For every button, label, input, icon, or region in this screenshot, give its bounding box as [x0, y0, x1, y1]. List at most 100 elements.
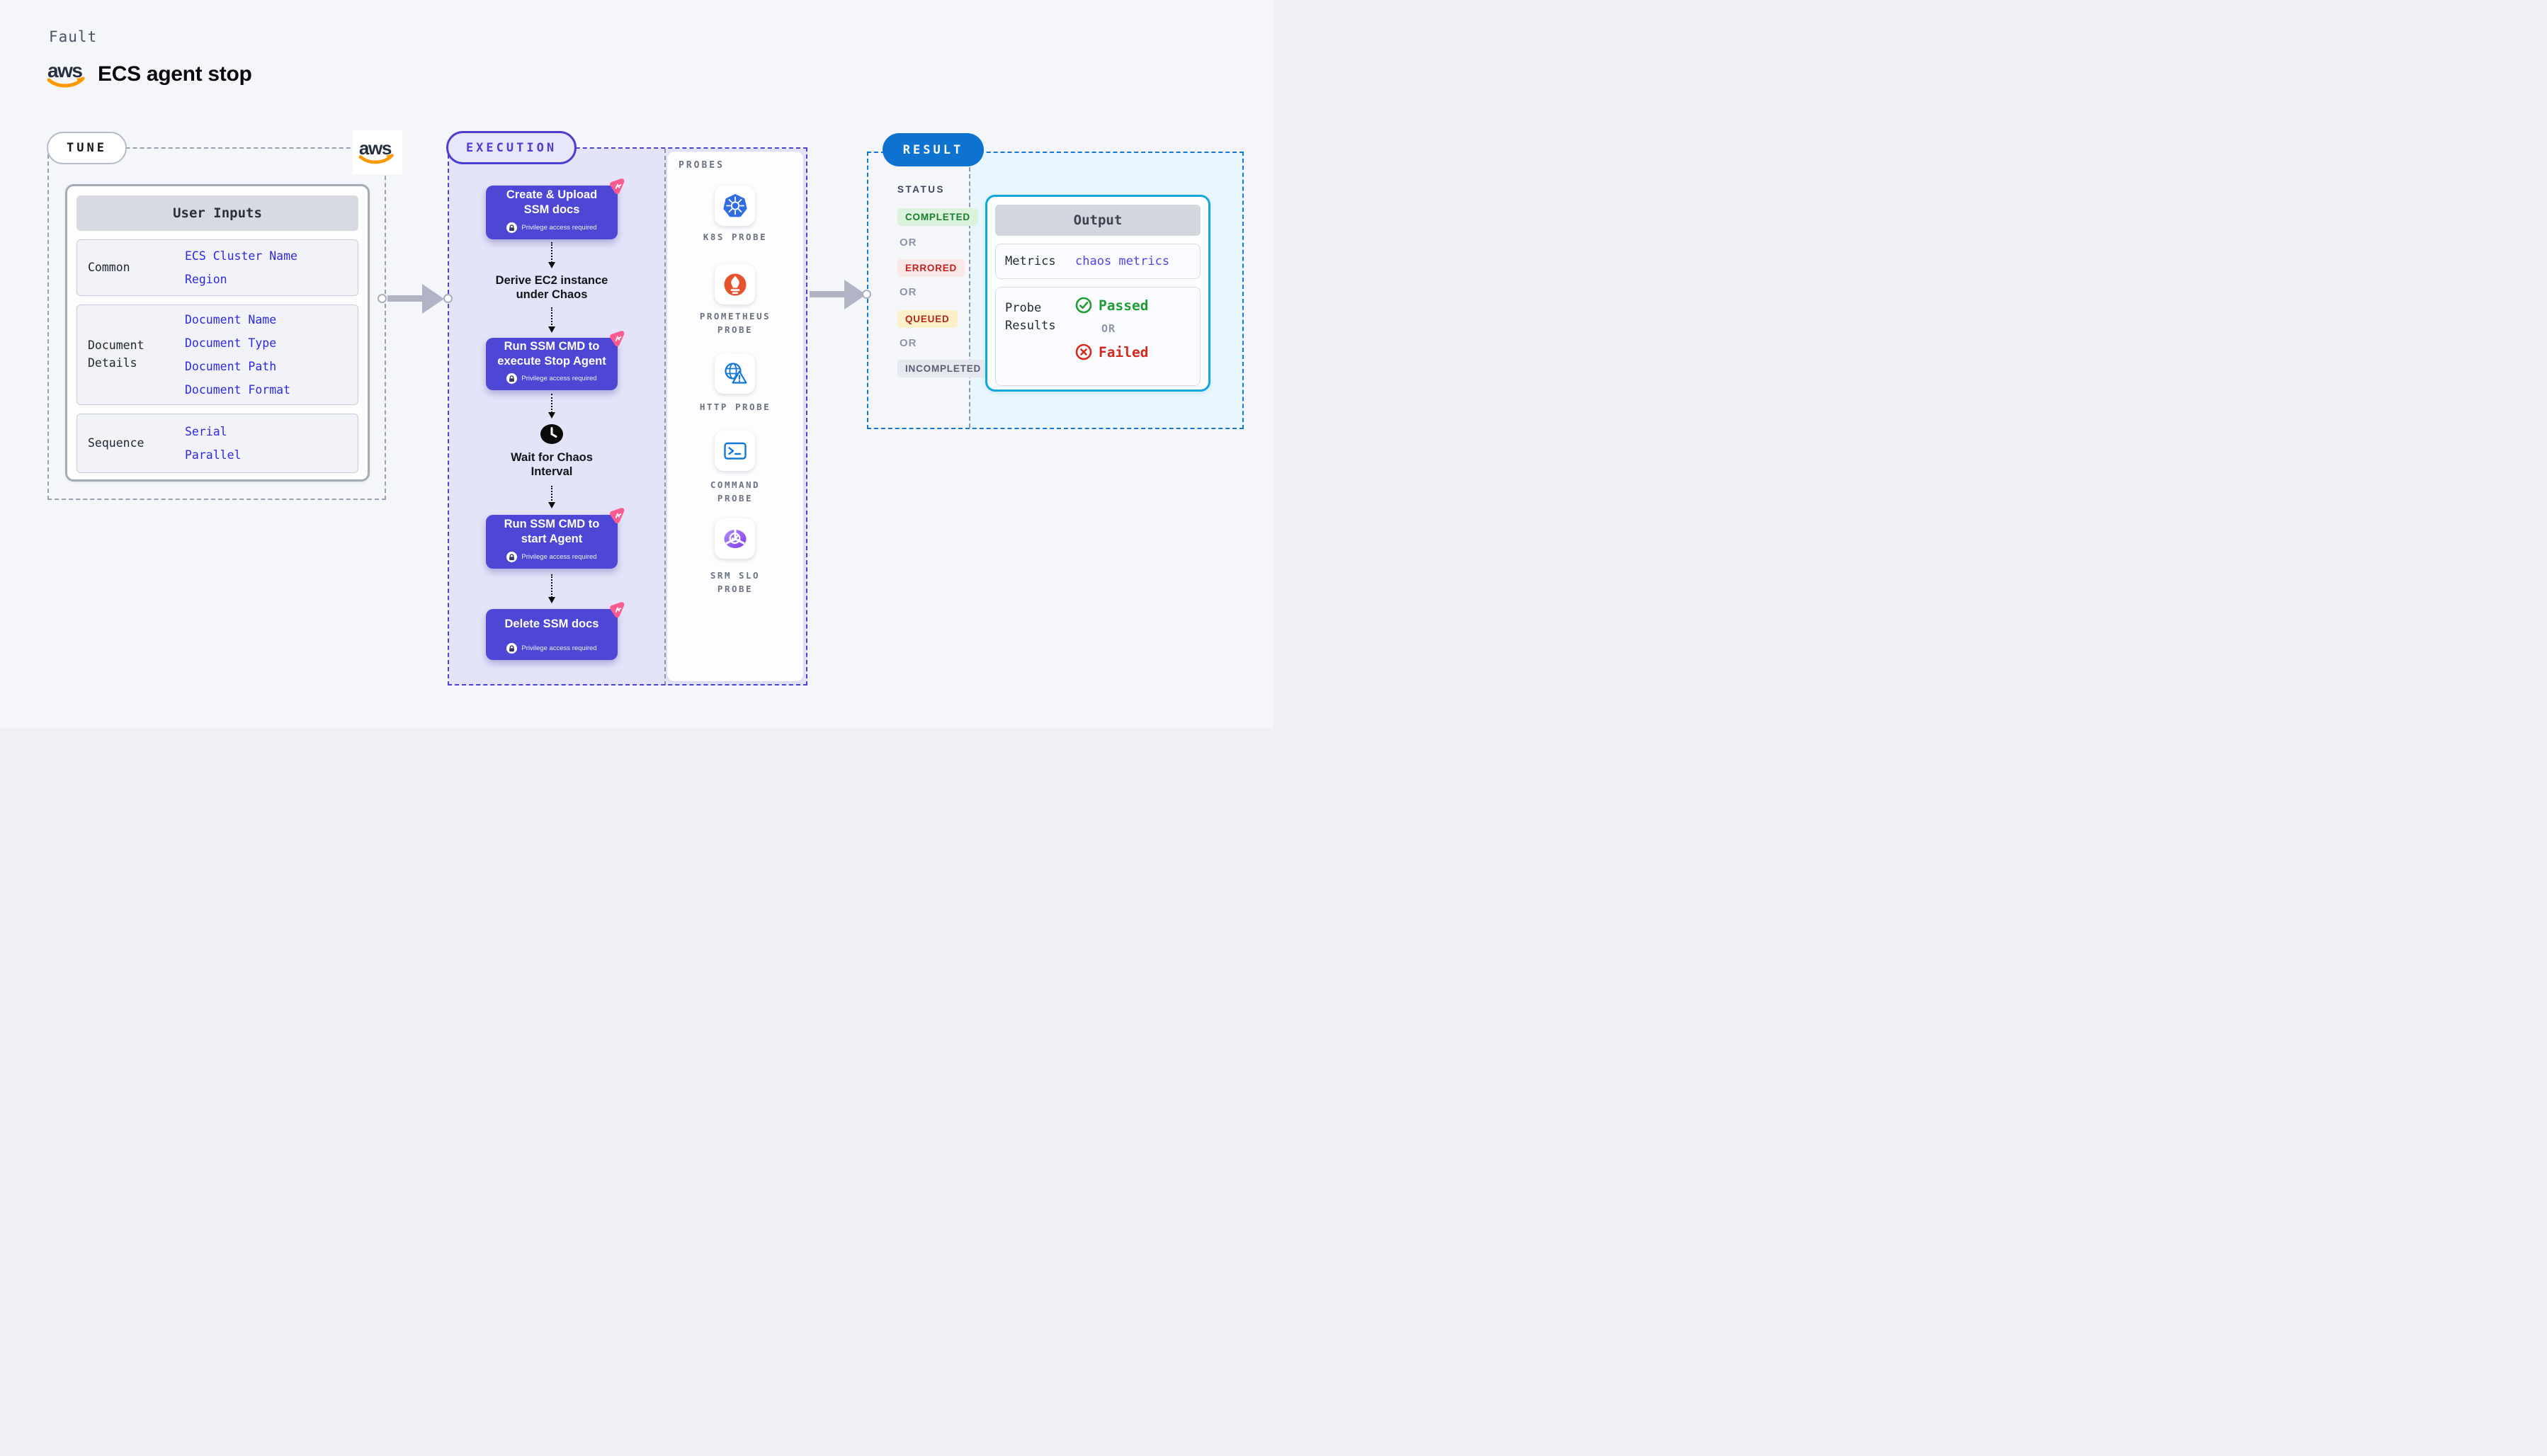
- privilege-note: Privilege access required: [521, 375, 597, 382]
- probe-results-row: Probe Results Passed OR Failed: [995, 287, 1201, 386]
- metrics-row: Metrics chaos metrics: [995, 244, 1201, 279]
- chaos-pinwheel-icon: [610, 178, 625, 194]
- step-run-ssm-cmd-start-agent: Run SSM CMD to start Agent Privilege acc…: [486, 508, 625, 569]
- row-label: Common: [88, 260, 130, 274]
- user-inputs-card: User Inputs Common ECS Cluster Name Regi…: [65, 184, 370, 482]
- user-inputs-row-document-details: Document Details Document Name Document …: [76, 305, 358, 405]
- tune-section-badge: TUNE: [47, 132, 127, 164]
- step-title: Run SSM CMD to start Agent: [504, 518, 600, 545]
- aws-logo-text: aws: [359, 137, 392, 159]
- output-header: Output: [995, 205, 1201, 236]
- metrics-label: Metrics: [1005, 254, 1056, 268]
- probes-panel: [667, 152, 803, 681]
- execution-to-result-arrow: [810, 291, 845, 297]
- link-parallel[interactable]: Parallel: [185, 448, 242, 462]
- user-inputs-row-common: Common ECS Cluster Name Region: [76, 239, 358, 296]
- k8s-probe-label: K8S PROBE: [703, 232, 768, 242]
- result-status-divider: [969, 153, 970, 428]
- lock-icon: [506, 643, 518, 654]
- aws-logo: aws: [47, 59, 85, 88]
- derive-ec2-label: Derive EC2 instance under Chaos: [495, 274, 608, 302]
- flow-arrow: [548, 242, 555, 268]
- step-create-upload-ssm-docs: Create & Upload SSM docs Privilege acces…: [486, 178, 625, 239]
- link-region[interactable]: Region: [185, 273, 227, 286]
- flow-arrow: [548, 394, 555, 419]
- connector-dot: [378, 294, 387, 303]
- command-probe-tile: [715, 431, 755, 471]
- page-title: ECS agent stop: [98, 62, 252, 86]
- status-or-separator: OR: [900, 286, 917, 298]
- terminal-icon: [723, 442, 747, 460]
- passed-line: Passed: [1075, 297, 1148, 314]
- clock-icon: [540, 424, 563, 444]
- prometheus-probe-label: PROMETHEUS PROBE: [699, 311, 771, 335]
- privilege-note: Privilege access required: [521, 644, 597, 652]
- probes-title: PROBES: [679, 160, 725, 171]
- result-section-badge: RESULT: [883, 133, 984, 166]
- http-probe-tile: [715, 353, 755, 394]
- aws-logo-text: aws: [47, 59, 82, 81]
- tune-region-border: [47, 147, 386, 500]
- status-badge-completed: COMPLETED: [897, 208, 978, 226]
- row-label: Sequence: [88, 436, 144, 450]
- slo-pie-check-icon: [724, 529, 746, 548]
- x-circle-icon: [1075, 343, 1092, 360]
- probe-results-label: Probe Results: [1005, 301, 1056, 333]
- tune-badge-label: TUNE: [67, 141, 107, 155]
- k8s-probe-tile: [715, 186, 755, 226]
- http-probe-label: HTTP PROBE: [699, 402, 771, 412]
- user-inputs-header: User Inputs: [76, 195, 358, 231]
- link-document-type[interactable]: Document Type: [185, 336, 277, 350]
- aws-swoosh-arrow: [76, 76, 85, 84]
- step-delete-ssm-docs: Delete SSM docs Privilege access require…: [486, 602, 625, 660]
- status-badge-incompleted: INCOMPLETED: [897, 360, 989, 377]
- failed-label: Failed: [1099, 343, 1149, 360]
- prometheus-probe-tile: [715, 264, 755, 305]
- status-or-separator: OR: [900, 337, 917, 349]
- execution-badge-label: EXECUTION: [465, 140, 557, 155]
- http-globe-warning-icon: [724, 362, 747, 384]
- output-card: Output Metrics chaos metrics Probe Resul…: [985, 195, 1210, 392]
- probe-or-separator: OR: [1101, 322, 1116, 335]
- wait-for-chaos-label: Wait for Chaos Interval: [511, 451, 593, 479]
- link-document-name[interactable]: Document Name: [185, 313, 277, 326]
- flow-arrow: [548, 307, 555, 333]
- lock-icon: [506, 222, 518, 233]
- step-title: Create & Upload SSM docs: [506, 188, 598, 216]
- flow-arrow: [548, 486, 555, 508]
- prometheus-icon: [724, 273, 746, 295]
- failed-line: Failed: [1075, 343, 1148, 360]
- result-badge-label: RESULT: [902, 142, 964, 157]
- chaos-metrics-link[interactable]: chaos metrics: [1075, 254, 1170, 268]
- privilege-note: Privilege access required: [521, 553, 597, 561]
- link-ecs-cluster-name[interactable]: ECS Cluster Name: [185, 249, 297, 263]
- link-document-path[interactable]: Document Path: [185, 360, 277, 373]
- step-title: Run SSM CMD to execute Stop Agent: [497, 340, 606, 368]
- aws-swoosh-arrow: [386, 154, 394, 161]
- execution-region-border: [448, 147, 807, 686]
- row-label: Document Details: [88, 339, 144, 370]
- tune-to-execution-arrowhead: [422, 284, 444, 314]
- check-circle-icon: [1075, 297, 1092, 314]
- srm-slo-probe-label: SRM SLO PROBE: [710, 570, 761, 594]
- status-or-separator: OR: [900, 237, 917, 249]
- connector-dot: [443, 294, 453, 303]
- step-run-ssm-cmd-stop-agent: Run SSM CMD to execute Stop Agent Privil…: [486, 331, 625, 390]
- chaos-pinwheel-icon: [610, 331, 625, 346]
- srm-slo-probe-tile: [715, 518, 755, 559]
- lock-icon: [506, 552, 518, 562]
- user-inputs-row-sequence: Sequence Serial Parallel: [76, 414, 358, 473]
- link-document-format[interactable]: Document Format: [185, 383, 291, 397]
- step-title: Delete SSM docs: [504, 618, 599, 631]
- status-badge-queued: QUEUED: [897, 310, 958, 328]
- link-serial[interactable]: Serial: [185, 425, 227, 438]
- fault-diagram: Fault aws ECS agent stop TUNE aws User I…: [0, 0, 1274, 728]
- status-badge-errored: ERRORED: [897, 259, 965, 277]
- tune-to-execution-arrow: [387, 295, 423, 302]
- execution-section-badge: EXECUTION: [446, 131, 577, 164]
- tune-aws-logo-patch: aws: [353, 130, 402, 174]
- privilege-note: Privilege access required: [521, 224, 597, 232]
- flow-arrow: [548, 574, 555, 603]
- chaos-pinwheel-icon: [610, 508, 625, 523]
- passed-label: Passed: [1099, 297, 1149, 314]
